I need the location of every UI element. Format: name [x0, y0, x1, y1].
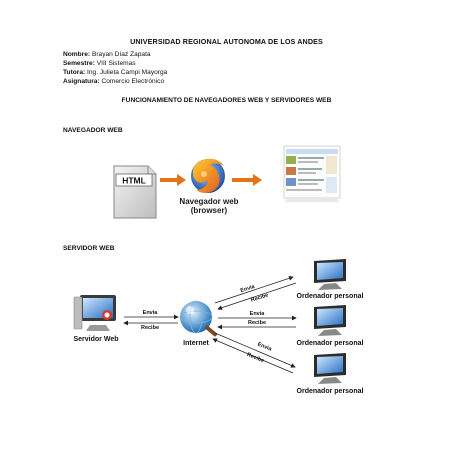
personal-computer-icon [314, 305, 346, 336]
personal-computer-icon [314, 259, 346, 290]
browser-diagram: HTML Navegador web (browser) [113, 145, 341, 219]
meta-name: Nombre: Brayan Díaz Zapata [63, 50, 151, 59]
server-label: Servidor Web [74, 336, 119, 343]
meta-subject: Asignatura: Comercio Electrónico [63, 77, 164, 86]
receive-arrow [212, 338, 294, 374]
meta-label: Nombre: [63, 51, 91, 58]
arrow-right-icon [232, 174, 262, 186]
document-title: UNIVERSIDAD REGIONAL AUTONOMA DE LOS AND… [130, 37, 323, 46]
meta-semester: Semestre: VIII Sistemas [63, 59, 136, 68]
meta-value: Comercio Electrónico [99, 78, 165, 85]
meta-label: Asignatura: [63, 78, 100, 85]
web-page-thumbnail-icon [283, 145, 341, 202]
internet-label: Internet [183, 340, 209, 347]
server-computer-icon [73, 295, 116, 331]
send-arrow [214, 275, 294, 304]
receive-label: Recibe [246, 352, 265, 364]
internet-globe-icon [179, 300, 218, 337]
meta-value: Brayan Díaz Zapata [90, 51, 151, 58]
receive-arrow [217, 282, 297, 311]
pc-label: Ordenador personal [297, 388, 364, 395]
server-diagram: Servidor Web Envia Recibe Internet Envia… [73, 259, 364, 395]
meta-tutor: Tutora: Ing. Julieta Campi Mayorga [63, 68, 167, 77]
send-label: Envia [250, 311, 266, 317]
arrow-right-icon [160, 174, 186, 186]
send-label: Envia [240, 284, 257, 295]
html-document-icon: HTML [113, 165, 157, 219]
pc-label: Ordenador personal [297, 340, 364, 347]
receive-label: Recibe [248, 320, 266, 326]
send-label: Envia [143, 310, 159, 316]
meta-label: Tutora: [63, 69, 86, 76]
document-subtitle: FUNCIONAMIENTO DE NAVEGADORES WEB Y SERV… [121, 97, 332, 104]
send-label: Envia [256, 342, 273, 353]
browser-label-line-2: (browser) [191, 206, 228, 215]
pc-label: Ordenador personal [297, 293, 364, 300]
meta-value: Ing. Julieta Campi Mayorga [85, 69, 168, 76]
html-label: HTML [122, 176, 146, 186]
personal-computer-icon [314, 353, 346, 384]
send-arrow [214, 332, 296, 368]
meta-value: VIII Sistemas [94, 60, 136, 67]
receive-label: Recibe [250, 292, 269, 303]
meta-label: Semestre: [63, 60, 95, 67]
web-browser-icon [191, 158, 225, 193]
receive-label: Recibe [141, 325, 159, 331]
section-heading-browser: NAVEGADOR WEB [63, 127, 123, 134]
section-heading-server: SERVIDOR WEB [63, 245, 115, 252]
browser-label-line-1: Navegador web [179, 197, 238, 206]
